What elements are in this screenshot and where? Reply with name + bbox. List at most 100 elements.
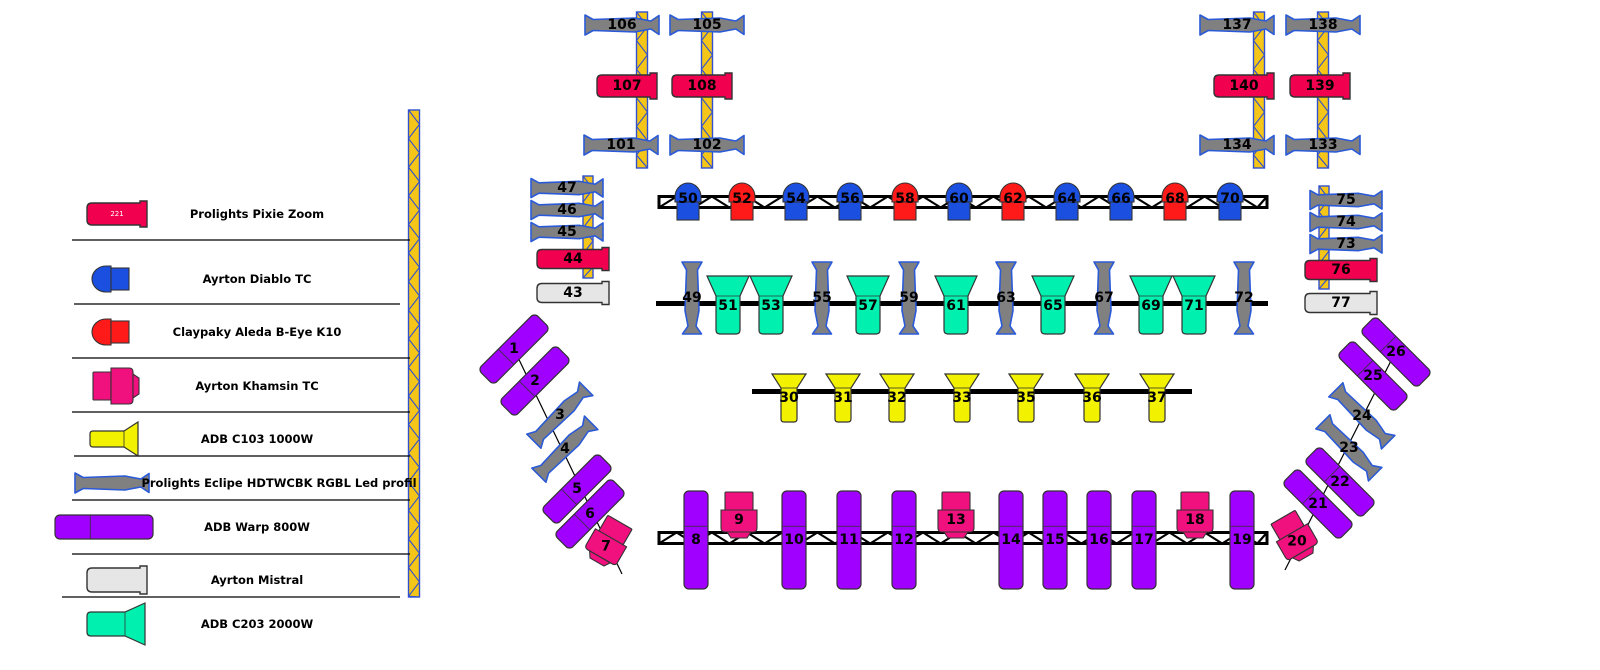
fixture-eclipse[interactable]: 24 xyxy=(1327,381,1397,451)
fixture-c103[interactable]: 30 xyxy=(770,373,808,423)
fixture-aleda[interactable]: 62 xyxy=(999,182,1027,221)
fixture-number: 45 xyxy=(557,224,576,240)
fixture-eclipse[interactable]: 23 xyxy=(1314,413,1384,483)
fixture-number: 74 xyxy=(1336,214,1356,230)
fixture-eclipse[interactable]: 74 xyxy=(1309,211,1383,233)
fixture-eclipse[interactable]: 101 xyxy=(583,134,659,156)
fixture-warp[interactable]: 25 xyxy=(1336,339,1410,413)
fixture-pixie[interactable]: 139 xyxy=(1289,72,1351,100)
fixture-number: 36 xyxy=(1082,390,1101,406)
fixture-warp[interactable]: 15 xyxy=(1042,490,1068,590)
fixture-diablo[interactable]: 64 xyxy=(1053,182,1081,221)
fixture-number: 35 xyxy=(1016,390,1035,406)
fixture-c203[interactable]: 71 xyxy=(1172,275,1216,335)
fixture-warp[interactable]: 14 xyxy=(998,490,1024,590)
fixture-warp[interactable]: 16 xyxy=(1086,490,1112,590)
legend-c203-symbol-icon xyxy=(86,602,146,646)
fixture-number: 31 xyxy=(833,390,852,406)
fixture-c203[interactable]: 65 xyxy=(1031,275,1075,335)
fixture-eclipse[interactable]: 137 xyxy=(1199,14,1275,36)
fixture-number: 140 xyxy=(1229,78,1258,94)
fixture-c203[interactable]: 61 xyxy=(934,275,978,335)
fixture-number: 4 xyxy=(560,441,570,457)
fixture-aleda[interactable]: 52 xyxy=(728,182,756,221)
fixture-number: 134 xyxy=(1222,137,1251,153)
fixture-number: 71 xyxy=(1184,298,1203,314)
fixture-khamsin[interactable]: 7 xyxy=(581,513,635,571)
fixture-c203[interactable]: 57 xyxy=(846,275,890,335)
fixture-number: 23 xyxy=(1339,440,1358,456)
fixture-eclipse[interactable]: 102 xyxy=(669,134,745,156)
fixture-number: 137 xyxy=(1222,17,1251,33)
fixture-c103[interactable]: 37 xyxy=(1138,373,1176,423)
fixture-warp[interactable]: 10 xyxy=(781,490,807,590)
fixture-diablo[interactable]: 56 xyxy=(836,182,864,221)
fixture-khamsin[interactable]: 20 xyxy=(1267,508,1321,566)
fixture-pixie[interactable]: 140 xyxy=(1213,72,1275,100)
fixture-pixie[interactable]: 108 xyxy=(671,72,733,100)
fixture-warp[interactable]: 19 xyxy=(1229,490,1255,590)
fixture-eclipse[interactable]: 4 xyxy=(530,415,599,484)
legend-pixie-sample: 221 xyxy=(110,210,123,218)
fixture-c203[interactable]: 51 xyxy=(706,275,750,335)
fixture-khamsin[interactable]: 18 xyxy=(1176,491,1214,539)
fixture-eclipse[interactable]: 138 xyxy=(1285,14,1361,36)
fixture-eclipse[interactable]: 63 xyxy=(995,261,1017,335)
fixture-mistral[interactable]: 43 xyxy=(536,280,610,306)
fixture-c203[interactable]: 53 xyxy=(749,275,793,335)
fixture-pixie[interactable]: 44 xyxy=(536,246,610,272)
fixture-number: 3 xyxy=(555,407,565,423)
fixture-warp[interactable]: 1 xyxy=(478,313,550,385)
fixture-warp[interactable]: 8 xyxy=(683,490,709,590)
fixture-eclipse[interactable]: 134 xyxy=(1199,134,1275,156)
fixture-number: 50 xyxy=(678,191,698,207)
fixture-number: 16 xyxy=(1089,532,1108,548)
fixture-c103[interactable]: 36 xyxy=(1073,373,1111,423)
fixture-diablo[interactable]: 54 xyxy=(782,182,810,221)
fixture-diablo[interactable]: 60 xyxy=(945,182,973,221)
fixture-warp[interactable]: 5 xyxy=(541,453,613,525)
fixture-eclipse[interactable]: 133 xyxy=(1285,134,1361,156)
fixture-eclipse[interactable]: 75 xyxy=(1309,189,1383,211)
fixture-diablo[interactable]: 66 xyxy=(1107,182,1135,221)
fixture-number: 19 xyxy=(1232,532,1251,548)
fixture-c103[interactable]: 33 xyxy=(943,373,981,423)
fixture-eclipse[interactable]: 46 xyxy=(530,199,604,221)
fixture-eclipse[interactable]: 47 xyxy=(530,177,604,199)
fixture-eclipse[interactable]: 106 xyxy=(584,14,660,36)
fixture-mistral[interactable]: 77 xyxy=(1304,290,1378,316)
fixture-c203[interactable]: 69 xyxy=(1129,275,1173,335)
fixture-eclipse[interactable]: 45 xyxy=(530,221,604,243)
fixture-diablo[interactable]: 50 xyxy=(674,182,702,221)
fixture-eclipse[interactable]: 3 xyxy=(525,381,594,450)
fixture-warp[interactable]: 26 xyxy=(1359,315,1433,389)
fixture-warp[interactable]: 6 xyxy=(554,478,626,550)
fixture-diablo[interactable]: 70 xyxy=(1216,182,1244,221)
fixture-warp[interactable]: 21 xyxy=(1281,467,1355,541)
fixture-pixie[interactable]: 107 xyxy=(596,72,658,100)
fixture-number: 7 xyxy=(601,538,611,554)
fixture-c103[interactable]: 32 xyxy=(878,373,916,423)
fixture-warp[interactable]: 17 xyxy=(1131,490,1157,590)
fixture-eclipse[interactable]: 59 xyxy=(898,261,920,335)
fixture-pixie[interactable]: 76 xyxy=(1304,257,1378,283)
fixture-warp[interactable]: 22 xyxy=(1303,445,1377,519)
fixture-khamsin[interactable]: 9 xyxy=(720,491,758,539)
fixture-khamsin[interactable]: 13 xyxy=(937,491,975,539)
fixture-c103[interactable]: 35 xyxy=(1007,373,1045,423)
fixture-eclipse[interactable]: 67 xyxy=(1093,261,1115,335)
fixture-number: 68 xyxy=(1165,191,1184,207)
fixture-aleda[interactable]: 68 xyxy=(1161,182,1189,221)
fixture-c103[interactable]: 31 xyxy=(824,373,862,423)
fixture-eclipse[interactable]: 72 xyxy=(1233,261,1255,335)
fixture-aleda[interactable]: 58 xyxy=(891,182,919,221)
fixture-warp[interactable]: 11 xyxy=(836,490,862,590)
fixture-warp[interactable]: 12 xyxy=(891,490,917,590)
fixture-warp[interactable]: 2 xyxy=(499,345,571,417)
fixture-eclipse[interactable]: 105 xyxy=(669,14,745,36)
fixture-number: 15 xyxy=(1045,532,1064,548)
legend-label: Claypaky Aleda B-Eye K10 xyxy=(173,325,342,339)
fixture-eclipse[interactable]: 49 xyxy=(681,261,703,335)
fixture-eclipse[interactable]: 55 xyxy=(811,261,833,335)
fixture-eclipse[interactable]: 73 xyxy=(1309,233,1383,255)
